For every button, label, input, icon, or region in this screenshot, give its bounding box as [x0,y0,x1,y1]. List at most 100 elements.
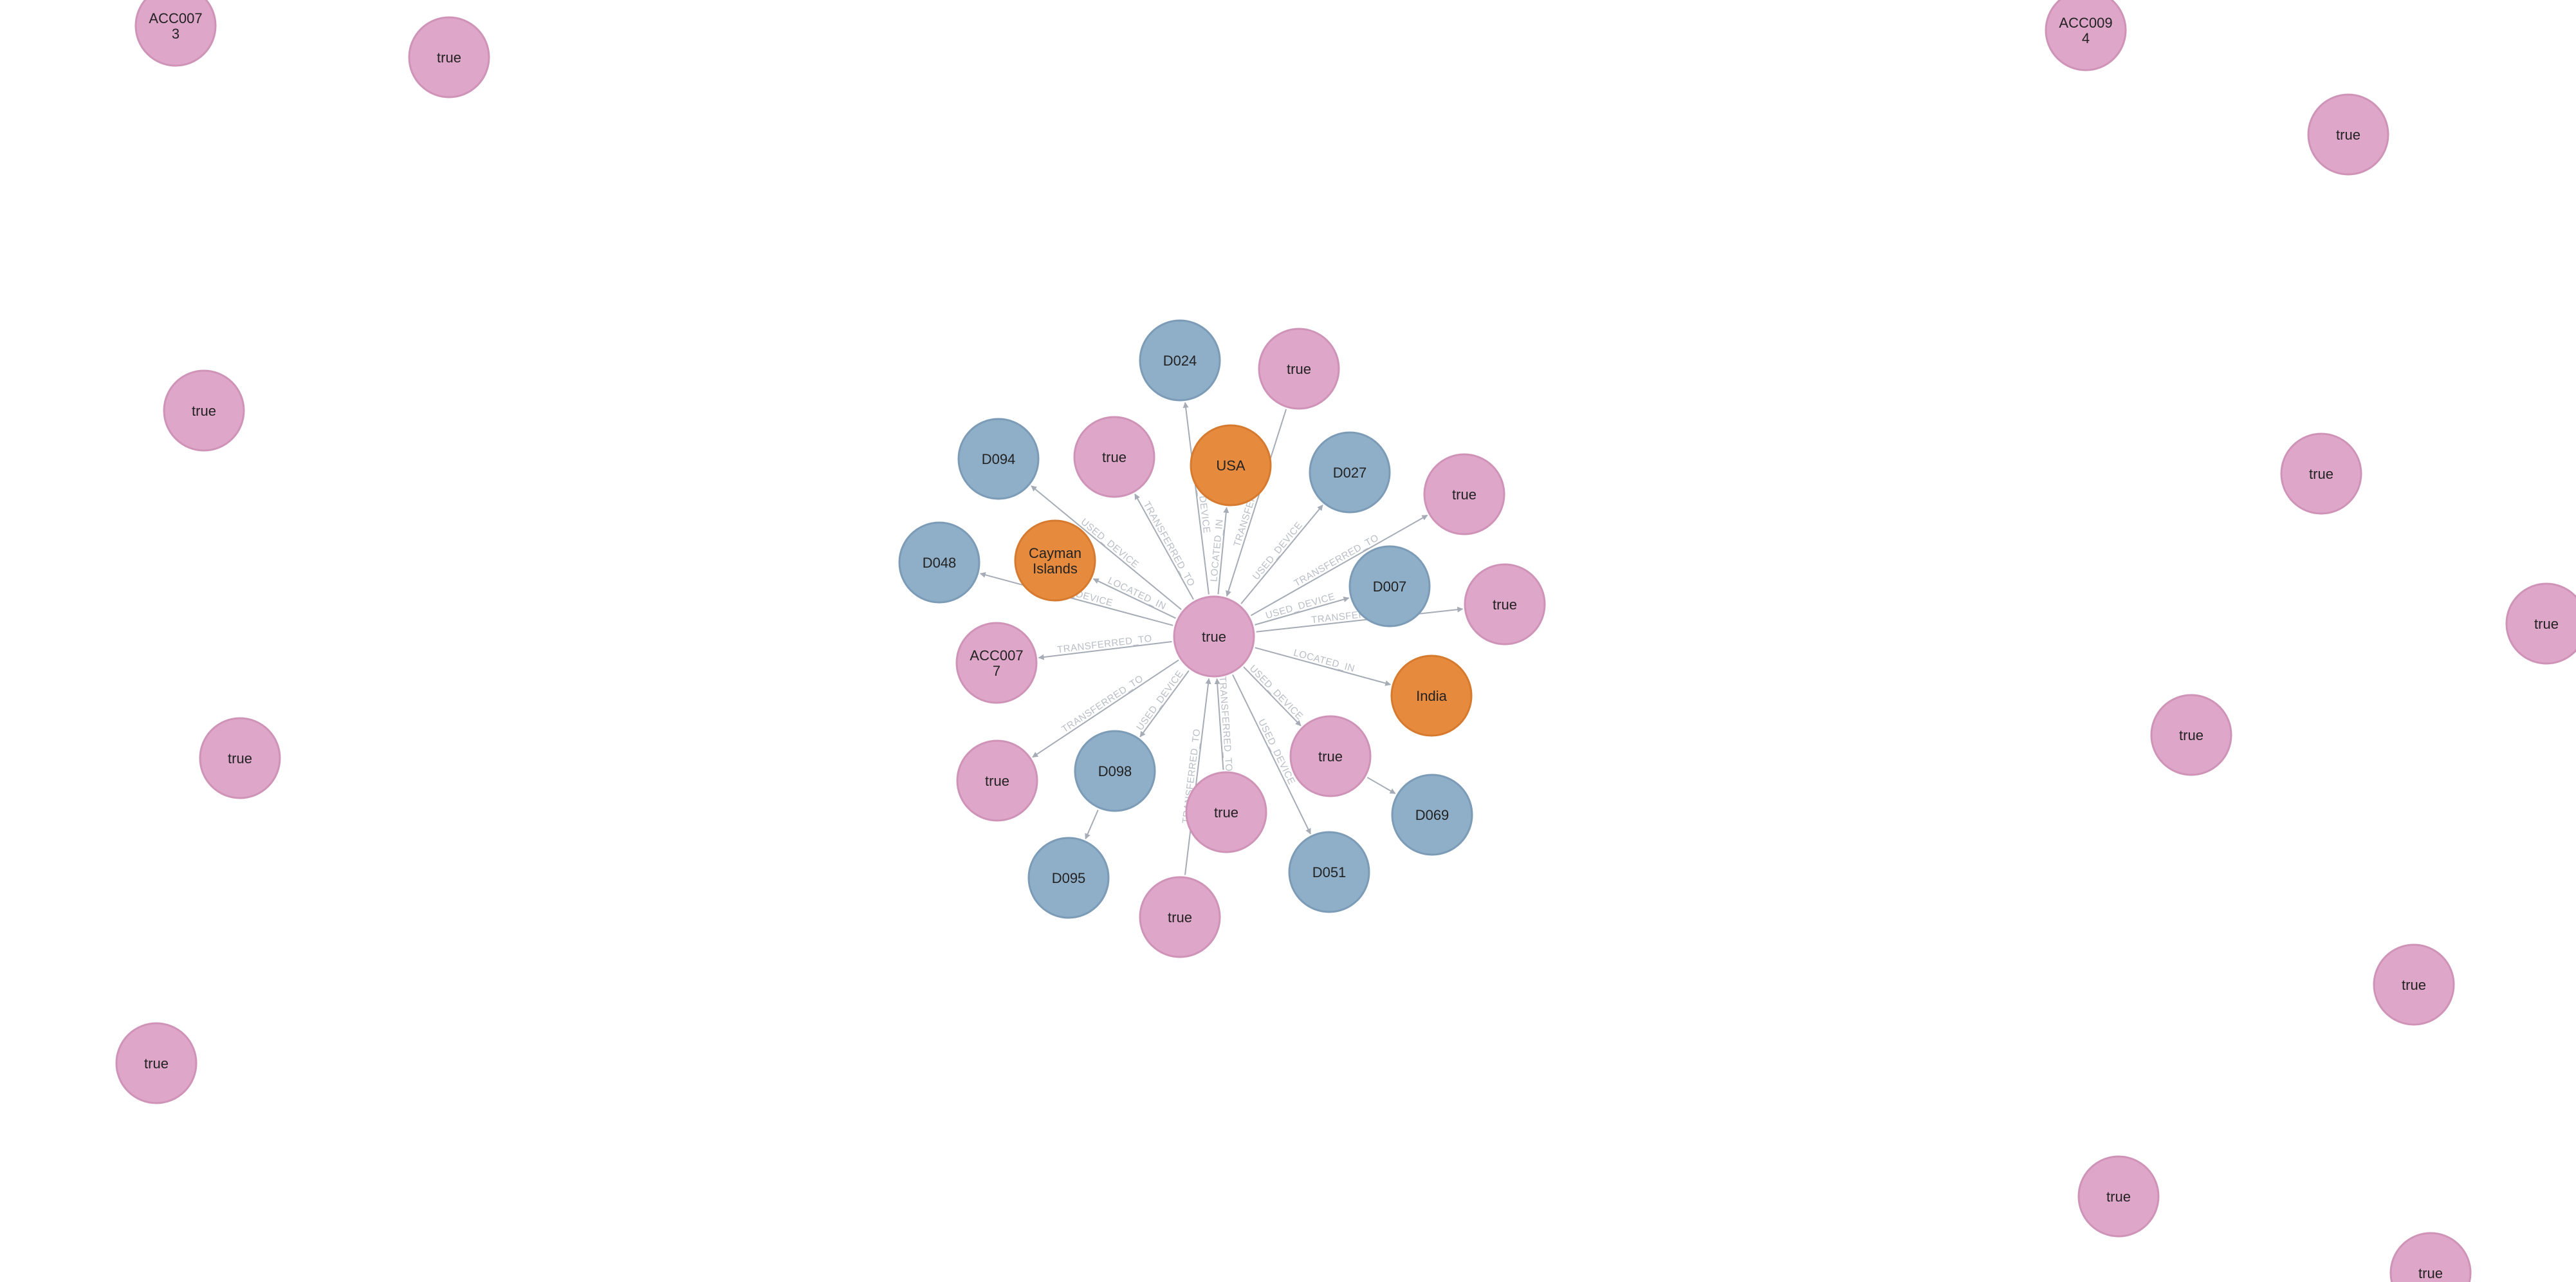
edge-label: TRANSFERRED_TO [1141,499,1197,588]
node-device-d094[interactable]: D094 [957,418,1040,500]
node-account-f1[interactable]: true [408,16,490,98]
node-label: true [437,50,461,66]
edge-label: LOCATED_IN [1106,575,1168,613]
account-node-circle [163,369,245,452]
node-label: D048 [923,555,957,571]
node-account-f11[interactable]: true [2389,1232,2472,1282]
edge-center-d027[interactable]: USED_DEVICE [1240,505,1323,604]
node-account-a_bottom2[interactable]: true [1139,876,1221,958]
account-node-circle [1139,876,1221,958]
node-account-a_left_low[interactable]: true [956,739,1038,822]
edge-label: USED_DEVICE [1251,520,1305,582]
account-node-circle [2307,93,2389,176]
node-label: true [144,1055,169,1072]
edge-center-india[interactable]: LOCATED_IN [1255,647,1392,686]
node-device-d069[interactable]: D069 [1391,774,1473,856]
edge-line [1038,640,1172,660]
account-node-circle [199,717,281,799]
node-account-f9[interactable]: true [2373,943,2455,1026]
device-node-circle [1027,837,1110,919]
node-account-f3[interactable]: true [199,717,281,799]
node-account-a_right2[interactable]: true [1464,563,1546,646]
node-label: USA [1216,458,1246,474]
node-label: true [1452,487,1477,503]
edge-a_lowright-d069[interactable] [1366,777,1396,794]
edge-center-acc0077[interactable]: TRANSFERRED_TO [1038,633,1172,660]
node-account-f8[interactable]: true [2150,694,2232,776]
account-node-circle [2150,694,2232,776]
edge-label: TRANSFERRED_TO [1060,673,1145,735]
node-account-a_right1[interactable]: true [1423,453,1505,535]
edge-line [1139,670,1190,738]
node-label: D094 [982,451,1016,467]
account-node-circle [2389,1232,2472,1282]
node-account-a_top[interactable]: true [1258,328,1340,410]
node-label: true [1102,449,1127,465]
node-label: true [2402,977,2426,993]
edge-d098-d095[interactable] [1085,810,1099,840]
node-device-d051[interactable]: D051 [1288,831,1370,913]
node-account-f2[interactable]: true [163,369,245,452]
node-label: true [2179,727,2203,743]
node-country-usa[interactable]: USA [1190,424,1272,506]
node-label: true [192,403,216,419]
account-node-circle [1173,595,1255,678]
node-device-d024[interactable]: D024 [1139,319,1221,402]
node-label: true [1168,909,1192,925]
node-account-f7[interactable]: true [2505,582,2576,665]
node-account-a_upleft[interactable]: true [1073,416,1155,498]
node-label: D027 [1333,465,1367,481]
node-label: true [2309,466,2333,482]
node-label: true [1214,804,1238,821]
device-node-circle [1348,545,1431,627]
node-account-f4[interactable]: true [115,1022,198,1104]
edge-line [1240,505,1323,604]
node-label: D098 [1098,763,1132,779]
device-node-circle [1391,774,1473,856]
node-account-a_bottom1[interactable]: true [1185,771,1267,853]
node-account-f6[interactable]: true [2280,432,2362,515]
account-node-circle [2077,1155,2160,1238]
node-label: true [228,750,252,766]
edge-line [1243,666,1302,727]
node-device-d098[interactable]: D098 [1074,730,1156,812]
account-node-circle [956,739,1038,822]
edge-center-a_upleft[interactable]: TRANSFERRED_TO [1134,493,1197,600]
node-account-f5[interactable]: true [2307,93,2389,176]
node-label: D051 [1312,864,1347,880]
node-device-d095[interactable]: D095 [1027,837,1110,919]
node-device-d027[interactable]: D027 [1309,431,1391,514]
node-account-center[interactable]: true [1173,595,1255,678]
node-label: true [2418,1265,2443,1281]
device-node-circle [1288,831,1370,913]
account-node-circle [2045,0,2127,71]
device-node-circle [898,521,980,604]
edge-line [1256,606,1464,633]
edge-label: USED_DEVICE [1247,663,1305,722]
node-label: true [2336,127,2360,143]
device-node-circle [1139,319,1221,402]
edge-line [1184,678,1211,875]
node-device-d048[interactable]: D048 [898,521,980,604]
account-node-circle [115,1022,198,1104]
node-account-a_lowright[interactable]: true [1289,715,1372,797]
device-node-circle [957,418,1040,500]
node-account-f10[interactable]: true [2077,1155,2160,1238]
country-node-circle [1014,519,1096,602]
edge-line [1182,402,1210,595]
edge-line [1134,493,1194,600]
edge-a_bottom1-center[interactable]: TRANSFERRED_TO [1214,676,1235,772]
node-label: D095 [1052,870,1086,886]
node-country-india[interactable]: India [1390,655,1473,737]
node-device-d007[interactable]: D007 [1348,545,1431,627]
edge-line [1232,674,1311,835]
edge-line [1255,647,1392,686]
